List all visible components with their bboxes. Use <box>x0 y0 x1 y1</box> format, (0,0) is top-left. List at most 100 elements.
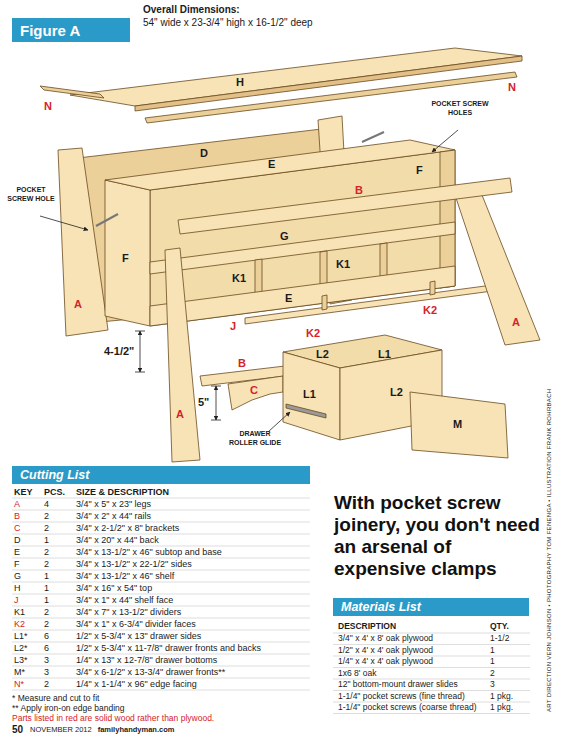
table-cell: 1x6 8' oak <box>338 669 376 679</box>
credit-line: ART DIRECTION VERN JOHNSON • PHOTOGRAPHY… <box>546 389 553 712</box>
part-letter: A <box>176 408 184 421</box>
table-rule <box>12 510 310 511</box>
bracket <box>228 376 283 410</box>
leg <box>58 148 108 336</box>
part-letter: E <box>285 292 292 305</box>
edge-strip <box>40 86 104 98</box>
divider <box>255 259 262 295</box>
part-letter: L1 <box>378 348 391 361</box>
table-cell: C <box>14 523 21 533</box>
table-cell: 1 <box>44 571 49 581</box>
footnote: ** Apply iron-on edge banding <box>12 704 124 714</box>
header-text: Materials List <box>341 600 421 614</box>
leader-line <box>268 412 290 432</box>
table-cell: 3/4" x 13-1/2" x 46" shelf <box>76 571 174 581</box>
table-rule <box>12 546 310 547</box>
section-header-bar: Materials List <box>333 598 529 616</box>
table-rule <box>12 606 310 607</box>
table-cell: 3/4" x 20" x 44" back <box>76 535 159 545</box>
table-cell: 1/4" x 1-1/4" x 96" edge facing <box>76 679 197 689</box>
page-footer: 50 <box>12 724 23 736</box>
callout-note: POCKET SCREW HOLES <box>430 100 490 117</box>
divider <box>380 243 387 278</box>
dimension-text: Overall Dimensions: <box>143 4 240 16</box>
dimension-line <box>140 331 141 372</box>
table-cell: N* <box>14 679 24 689</box>
cabinet-side <box>105 180 150 326</box>
table-cell: 1-1/4" pocket screws (fine thread) <box>338 692 465 702</box>
pocket-screw <box>362 132 384 142</box>
footnote: Parts listed in red are solid wood rathe… <box>12 714 214 724</box>
table-cell: 1 <box>44 583 49 593</box>
table-rule <box>12 522 310 523</box>
table-cell: 3 <box>44 655 49 665</box>
table-rule <box>12 558 310 559</box>
table-cell: 2 <box>44 619 49 629</box>
part-letter: K2 <box>306 327 320 340</box>
table-rule <box>12 498 310 499</box>
table-rule <box>12 654 310 655</box>
table-header: PCS. <box>44 487 65 497</box>
part-letter: B <box>238 357 246 370</box>
table-rule <box>12 678 310 679</box>
table-cell: J <box>14 595 19 605</box>
table-cell: 1/2" x 5-3/4" x 11-7/8" drawer fronts an… <box>76 643 261 653</box>
table-cell: 1/2" x 4' x 4' oak plywood <box>338 646 433 656</box>
table-cell: G <box>14 571 21 581</box>
table-rule <box>12 630 310 631</box>
table-cell: L1* <box>14 631 28 641</box>
table-cell: 3 <box>490 680 495 690</box>
part-letter: C <box>250 384 258 397</box>
table-rule <box>12 642 310 643</box>
table-cell: 3/4" x 1" x 6-3/4" divider faces <box>76 619 196 629</box>
page-footer: NOVEMBER 2012 <box>30 726 92 735</box>
header-text: Figure A <box>20 22 80 39</box>
footnote: * Measure and cut to fit <box>12 694 99 704</box>
table-header: KEY <box>14 487 33 497</box>
page-footer: familyhandyman.com <box>98 726 175 735</box>
table-cell: 1-1/4" pocket screws (coarse thread) <box>338 703 477 713</box>
table-cell: D <box>14 535 21 545</box>
table-cell: A <box>14 499 20 509</box>
table-rule <box>12 582 310 583</box>
part-letter: D <box>200 147 208 160</box>
table-cell: 3/4" x 13-1/2" x 46" subtop and base <box>76 547 222 557</box>
leg <box>455 190 540 345</box>
table-cell: 1/2" x 5-3/4" x 13" drawer sides <box>76 631 201 641</box>
table-cell: 3/4" x 13-1/2" x 22-1/2" sides <box>76 559 192 569</box>
table-cell: 1 <box>44 535 49 545</box>
table-cell: B <box>14 511 20 521</box>
table-cell: 6 <box>44 631 49 641</box>
table-cell: 4 <box>44 499 49 509</box>
table-cell: 2 <box>44 523 49 533</box>
table-cell: 3/4" x 1" x 44" shelf face <box>76 595 173 605</box>
table-cell: 2 <box>44 559 49 569</box>
table-rule <box>12 534 310 535</box>
part-letter: N <box>44 100 52 113</box>
table-cell: 3/4" x 6-1/2" x 13-3/4" drawer fronts** <box>76 667 225 677</box>
part-letter: K1 <box>232 272 246 285</box>
table-cell: K2 <box>14 619 25 629</box>
dimension-line <box>216 386 217 420</box>
figure-tab: Figure A <box>12 18 130 42</box>
part-letter: M <box>453 418 462 431</box>
table-cell: 3/4" x 2-1/2" x 8" brackets <box>76 523 179 533</box>
dimension-tick <box>211 420 221 421</box>
part-letter: L1 <box>303 388 316 401</box>
part-letter: L2 <box>390 386 403 399</box>
edge-strip <box>145 72 517 123</box>
table-cell: E <box>14 547 20 557</box>
table-cell: 2 <box>44 547 49 557</box>
table-cell: 2 <box>490 669 495 679</box>
part-letter: A <box>74 298 82 311</box>
dimension-tick <box>211 386 221 387</box>
drawer-glide <box>286 404 326 418</box>
table-rule <box>12 666 310 667</box>
part-letter: F <box>416 164 423 177</box>
pocket-screw <box>96 214 118 226</box>
table-header: SIZE & DESCRIPTION <box>76 487 169 497</box>
table-cell: 2 <box>44 607 49 617</box>
part-letter: L2 <box>316 348 329 361</box>
table-cell: 3 <box>44 667 49 677</box>
drawer-side <box>283 352 340 440</box>
